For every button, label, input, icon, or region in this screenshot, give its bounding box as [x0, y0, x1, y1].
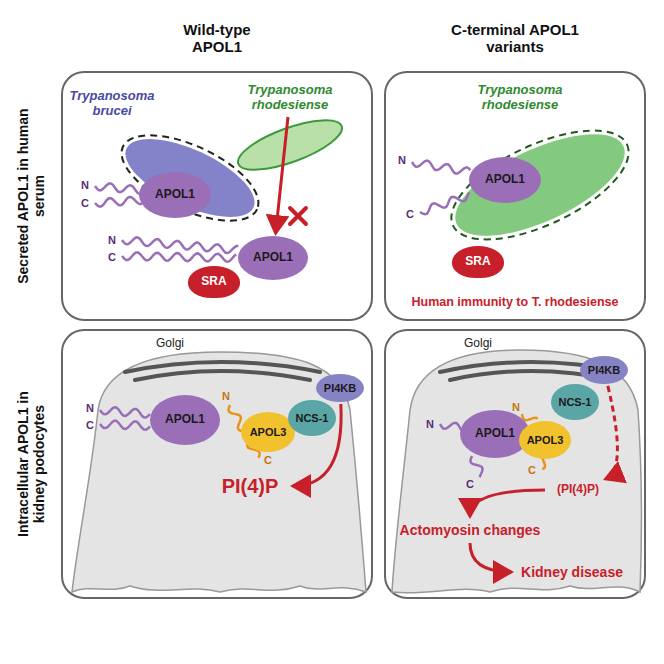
- panel: [62, 330, 372, 598]
- terminus-label: C: [464, 478, 476, 491]
- node-text: APOL3: [527, 434, 564, 447]
- row-header: Secreted APOL1 in human serum: [15, 101, 47, 291]
- helix: [122, 237, 238, 253]
- terminus-label: N: [396, 154, 408, 167]
- protein-blob: APOL1: [469, 157, 541, 203]
- node-text: Kidney disease: [521, 564, 623, 580]
- protein-blob: APOL1: [139, 172, 211, 218]
- terminus-label: N: [84, 402, 96, 415]
- node-text: NCS-1: [295, 412, 328, 425]
- terminus-label: C: [404, 208, 416, 221]
- arrow-connector: [470, 490, 545, 516]
- organelle-label: Golgi: [453, 337, 503, 351]
- arrow-connector: [276, 117, 288, 233]
- outcome-label: Actomyosin changes: [395, 519, 545, 541]
- terminus-label: N: [424, 418, 436, 431]
- node-text: PI4KB: [324, 382, 356, 395]
- terminus-label: C: [262, 454, 274, 467]
- outcome-label: Kidney disease: [514, 561, 630, 583]
- trypanosome-body: [441, 113, 638, 256]
- terminus-label: N: [220, 390, 232, 403]
- column-header: C-terminal APOL1 variants: [450, 21, 580, 56]
- node-text: Trypanosoma brucei: [60, 89, 165, 119]
- protein-blob: APOL1: [150, 395, 220, 445]
- organism-label: Trypanosoma rhodesiense: [468, 81, 573, 115]
- node-text: PI4KB: [588, 364, 620, 377]
- column-header: Wild-type APOL1: [162, 21, 272, 56]
- lipid-label: PI(4)P: [210, 472, 290, 501]
- terminus-label: N: [106, 234, 118, 247]
- helix: [122, 252, 236, 261]
- protein-blob: PI4KB: [316, 374, 364, 402]
- helix: [95, 184, 140, 195]
- node-text: SRA: [465, 255, 490, 269]
- block-mark: [290, 208, 306, 224]
- terminus-label: C: [106, 251, 118, 264]
- lipid-label: (PI(4)P): [547, 480, 609, 500]
- node-text: (PI(4)P): [557, 483, 599, 497]
- panel: [385, 330, 645, 598]
- terminus-label: C: [79, 197, 91, 210]
- node-text: SRA: [201, 275, 226, 289]
- organelle-label: Golgi: [145, 337, 195, 351]
- node-text: PI(4)P: [222, 475, 279, 498]
- node-text: APOL1: [155, 188, 195, 202]
- organism-label: Trypanosoma brucei: [60, 87, 165, 121]
- node-text: NCS-1: [558, 396, 591, 409]
- protein-blob: APOL1: [238, 236, 308, 280]
- protein-blob: SRA: [188, 266, 240, 298]
- protein-blob: NCS-1: [551, 384, 599, 420]
- flagellum: [109, 118, 270, 239]
- helix: [420, 192, 469, 214]
- protein-blob: SRA: [452, 246, 504, 278]
- node-text: APOL1: [165, 413, 205, 427]
- protein-blob: PI4KB: [580, 356, 628, 384]
- helix: [522, 414, 538, 420]
- node-text: Trypanosoma rhodesiense: [238, 83, 343, 113]
- organism-label: Trypanosoma rhodesiense: [238, 81, 343, 115]
- panel: [385, 72, 645, 320]
- helix: [440, 423, 462, 431]
- node-text: APOL1: [475, 427, 515, 441]
- terminus-label: N: [510, 401, 522, 414]
- node-text: APOL1: [253, 251, 293, 265]
- terminus-label: C: [526, 464, 538, 477]
- node-text: APOL3: [250, 426, 287, 439]
- node-text: Trypanosoma rhodesiense: [468, 83, 573, 113]
- node-text: Actomyosin changes: [400, 522, 541, 538]
- helix: [95, 197, 142, 207]
- terminus-label: C: [84, 419, 96, 432]
- helix: [100, 407, 150, 417]
- podocyte-cell: [72, 352, 366, 592]
- trypanosome-body: [115, 123, 266, 233]
- helix: [100, 421, 150, 430]
- node-text: APOL1: [485, 173, 525, 187]
- trypanosome-body: [233, 110, 348, 180]
- outcome-label: Human immunity to T. rhodesiense: [390, 295, 640, 309]
- helix: [412, 161, 470, 174]
- arrow-connector: [606, 386, 618, 479]
- podocyte-cell: [392, 350, 641, 593]
- row-header: Intracellular APOL1 in kidney podocytes: [15, 369, 47, 559]
- protein-blob: APOL3: [519, 421, 571, 459]
- protein-blob: NCS-1: [288, 400, 336, 436]
- flagellum: [436, 108, 644, 262]
- arrow-connector: [470, 543, 511, 572]
- helix: [470, 456, 482, 477]
- terminus-label: N: [79, 179, 91, 192]
- golgi: [125, 362, 625, 380]
- protein-blob: APOL3: [241, 412, 295, 452]
